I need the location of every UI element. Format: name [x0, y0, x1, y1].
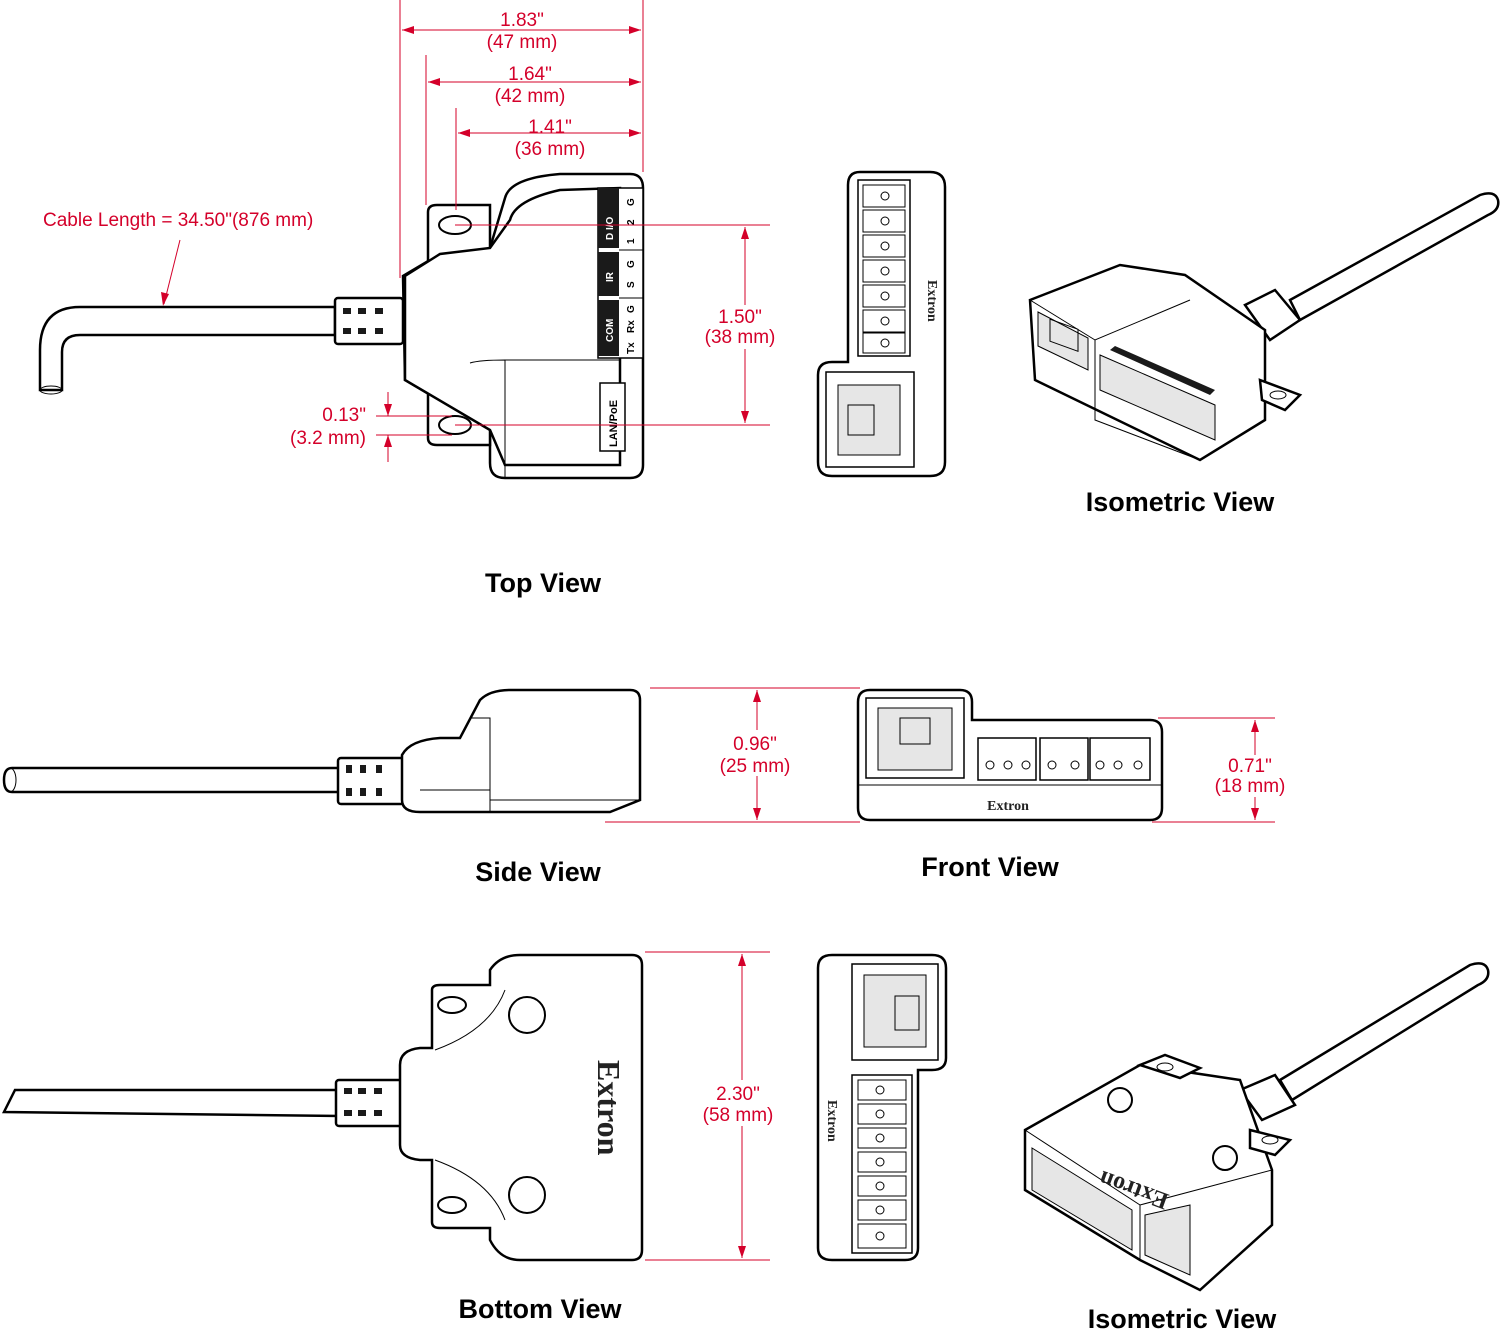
title-front-view: Front View [921, 852, 1060, 882]
front-view-drawing: Extron [856, 688, 1164, 822]
title-side-view: Side View [475, 857, 602, 887]
side-view-drawing [2, 688, 642, 814]
pin-g-ir: G [626, 260, 637, 268]
bottom-view-dimensions: 2.30" (58 mm) [645, 951, 786, 1261]
dim-hole-mm: (3.2 mm) [290, 428, 366, 449]
brand-bottom: Extron [591, 1060, 627, 1156]
dim-depth-mm: (58 mm) [703, 1105, 774, 1126]
label-lan: LAN/PoE [608, 400, 620, 447]
dim-mount-spacing-mm: (38 mm) [705, 327, 776, 348]
dim-width-overall-in: 1.83" [500, 10, 544, 31]
title-top-view: Top View [485, 568, 602, 598]
label-dio: D I/O [605, 216, 616, 240]
dim-height-overall-mm: (25 mm) [720, 756, 791, 777]
pin-g-com: G [626, 305, 637, 313]
label-com: COM [605, 319, 616, 342]
dim-width-inner-mm: (36 mm) [515, 139, 586, 160]
title-isometric-2: Isometric View [1088, 1304, 1278, 1334]
pin-tx: Tx [626, 342, 637, 354]
dim-height-connector-mm: (18 mm) [1215, 776, 1286, 797]
top-view-dimensions: 1.83" (47 mm) 1.64" (42 mm) 1.41" (36 mm… [43, 0, 785, 462]
brand-end-upper: Extron [924, 280, 939, 322]
end-view-upper: Extron [816, 170, 947, 478]
side-strain-ribs [346, 765, 382, 796]
bottom-strain-ribs [344, 1088, 382, 1116]
isometric-view-2: Extron [1023, 962, 1490, 1292]
dim-height-overall-in: 0.96" [733, 734, 777, 755]
terminal-block-lower [857, 1079, 907, 1249]
dim-hole-in: 0.13" [322, 405, 366, 426]
dim-depth-in: 2.30" [716, 1084, 760, 1105]
strain-relief-ribs [343, 308, 383, 334]
dim-width-mid-mm: (42 mm) [495, 86, 566, 107]
dim-mount-spacing-in: 1.50" [718, 307, 762, 328]
terminal-block-upper [862, 184, 906, 354]
pin-rx: Rx [626, 320, 637, 333]
dim-width-inner-in: 1.41" [528, 117, 572, 138]
pin-g-dio: G [626, 198, 637, 206]
top-view-drawing: D I/O IR COM G 2 1 G S G Rx Tx LAN/PoE [38, 172, 645, 480]
pin-s: S [626, 281, 637, 288]
brand-end-lower: Extron [824, 1100, 839, 1142]
end-view-lower: Extron [816, 953, 948, 1262]
front-view-dimensions: 0.71" (18 mm) [1152, 717, 1295, 823]
front-terminal-blocks [977, 737, 1151, 781]
label-ir: IR [605, 271, 616, 282]
pin-2: 2 [626, 219, 637, 225]
bottom-view-drawing: Extron [1, 953, 644, 1262]
isometric-view-1 [1028, 192, 1500, 462]
title-bottom-view: Bottom View [458, 1294, 622, 1324]
brand-front: Extron [987, 799, 1029, 814]
pin-1: 1 [626, 238, 637, 244]
side-view-dimensions: 0.96" (25 mm) [605, 687, 860, 823]
dim-width-overall-mm: (47 mm) [487, 32, 558, 53]
dim-cable-length: Cable Length = 34.50"(876 mm) [43, 210, 313, 231]
dim-height-connector-in: 0.71" [1228, 756, 1272, 777]
dim-width-mid-in: 1.64" [508, 64, 552, 85]
title-isometric-1: Isometric View [1086, 487, 1276, 517]
